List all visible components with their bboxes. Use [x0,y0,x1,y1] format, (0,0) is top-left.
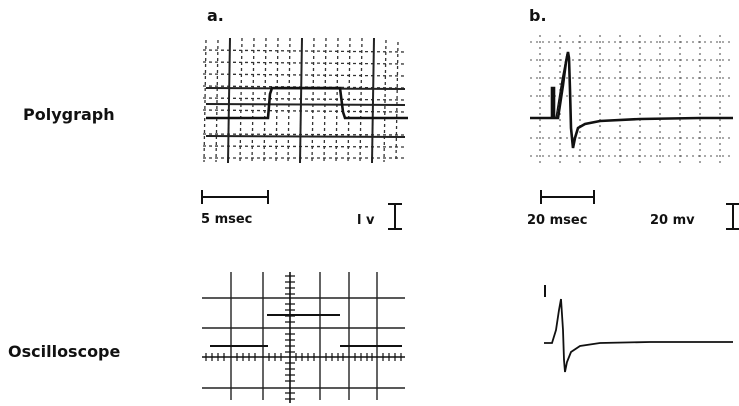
oscilloscope-axes-a [202,272,405,403]
amplitude-scale-label-b: 20 mv [650,213,695,228]
time-scale-bar-b [540,190,595,204]
row-label-oscilloscope: Oscilloscope [8,342,121,361]
amplitude-scale-bar-a [388,203,402,230]
polygraph-grid-a [202,37,406,164]
panel-label-b: b. [529,6,547,25]
amplitude-scale-label-a: l v [357,213,375,228]
oscilloscope-ticks-a [205,275,402,400]
time-scale-label-b: 20 msec [527,213,588,228]
amplitude-scale-bar-b [726,203,739,230]
panel-label-a: a. [207,6,224,25]
polygraph-trace-a [206,86,408,120]
oscilloscope-trace-b [544,298,733,373]
time-scale-bar-a [201,190,269,204]
polygraph-trace-b-upstroke [555,53,568,119]
time-scale-label-a: 5 msec [201,212,253,227]
oscilloscope-grid-a [202,272,405,400]
oscilloscope-trace-a [210,314,402,347]
polygraph-grid-a-major [205,37,406,164]
row-label-polygraph: Polygraph [23,105,115,124]
polygraph-trace-b [530,51,733,149]
polygraph-grid-b [530,35,730,165]
